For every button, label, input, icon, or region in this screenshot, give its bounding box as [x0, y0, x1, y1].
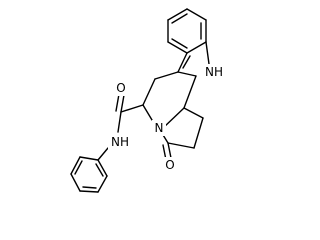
- bond: [162, 107, 185, 129]
- bond: [186, 41, 207, 54]
- bond: [120, 104, 144, 113]
- bond: [183, 75, 197, 109]
- molecule-drawing: NH N O O NH: [70, 8, 225, 193]
- bond: [167, 142, 172, 159]
- amide-nh-label: NH: [111, 135, 129, 149]
- label-bg: [152, 120, 166, 136]
- structure-canvas: NH N O O NH: [70, 8, 225, 193]
- bond: [142, 104, 153, 121]
- label-bg: [114, 80, 128, 96]
- bond: [193, 117, 204, 149]
- bond: [97, 175, 108, 193]
- bond: [79, 190, 99, 193]
- bond: [167, 142, 195, 149]
- bonds: [70, 8, 210, 193]
- bond: [79, 156, 99, 161]
- label-bg: [163, 157, 177, 173]
- lactam-o-label: O: [165, 158, 174, 172]
- bond: [97, 159, 108, 177]
- ring-n-label: N: [155, 121, 164, 135]
- bond: [142, 78, 156, 106]
- bond: [70, 173, 81, 192]
- bond: [183, 107, 204, 119]
- bond: [171, 38, 188, 49]
- bond: [154, 71, 179, 80]
- bond: [117, 111, 122, 133]
- bond: [182, 55, 191, 69]
- bond: [177, 52, 188, 73]
- bond: [205, 41, 210, 65]
- label-bg: [108, 134, 132, 150]
- label-bg: [203, 64, 225, 80]
- bond: [70, 156, 81, 175]
- atom-labels: NH N O O NH: [108, 64, 225, 173]
- bond: [82, 186, 97, 189]
- bond: [167, 41, 188, 54]
- bond: [74, 160, 83, 175]
- bond: [95, 163, 104, 177]
- bond: [97, 147, 109, 161]
- amide-o-label: O: [116, 81, 125, 95]
- bond: [167, 8, 188, 21]
- bond: [120, 94, 125, 113]
- bond: [186, 8, 207, 21]
- bond: [171, 13, 188, 24]
- bond: [177, 71, 197, 77]
- indole-nh-label: NH: [205, 65, 223, 79]
- bond: [115, 93, 120, 112]
